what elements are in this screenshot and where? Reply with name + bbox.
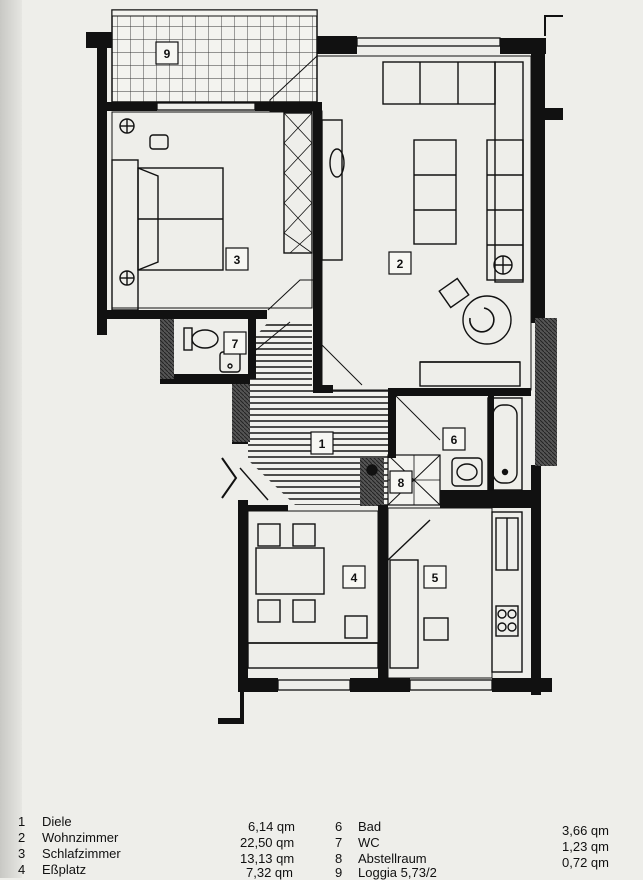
- room-label-2: 2: [397, 257, 404, 271]
- loggia: [111, 9, 318, 103]
- page-spine-shadow: [0, 0, 22, 878]
- room-label-7: 7: [232, 337, 239, 351]
- hall-floor: [248, 320, 388, 505]
- legend-num: 7: [335, 835, 343, 850]
- legend-num: 2: [18, 830, 26, 845]
- wc-fixtures: [183, 321, 291, 373]
- legend-name: Abstellraum: [358, 851, 427, 866]
- windows: [156, 37, 501, 691]
- legend-num: 3: [18, 846, 26, 861]
- dining-kitchen-furniture: [221, 457, 523, 679]
- legend-num: 9: [335, 865, 343, 880]
- walls: [86, 32, 563, 724]
- legend-area: 22,50 qm: [240, 835, 295, 850]
- bedroom-furniture: [111, 111, 313, 311]
- legend-area: 6,14 qm: [248, 819, 295, 834]
- legend-area: 0,72 qm: [562, 855, 609, 870]
- room-label-4: 4: [351, 571, 358, 585]
- room-label-5: 5: [432, 571, 439, 585]
- bath-fixtures: [366, 395, 523, 491]
- room-label-3: 3: [234, 253, 241, 267]
- room-label-1: 1: [319, 437, 326, 451]
- room-label-9: 9: [164, 47, 171, 61]
- legend-num: 8: [335, 851, 343, 866]
- legend-name: WC: [358, 835, 380, 850]
- legend-name: Loggia 5,73/2: [358, 865, 437, 880]
- legend-area: 13,13 qm: [240, 851, 295, 866]
- room-label-6: 6: [451, 433, 458, 447]
- room-number-boxes: [155, 41, 466, 589]
- legend-name: Wohnzimmer: [42, 830, 119, 845]
- legend-name: Bad: [358, 819, 382, 834]
- living-room-furniture: [267, 55, 532, 391]
- legend-name: Schlafzimmer: [42, 846, 121, 861]
- legend-area: 1,23 qm: [562, 839, 609, 854]
- legend-name: Diele: [42, 814, 72, 829]
- corner-mark: [544, 15, 563, 36]
- room-label-8: 8: [398, 476, 405, 490]
- legend-num: 6: [335, 819, 343, 834]
- legend-name: Eßplatz: [42, 862, 87, 877]
- legend-area: 7,32 qm: [246, 865, 293, 880]
- legend-area: 3,66 qm: [562, 823, 609, 838]
- legend-num: 1: [18, 814, 26, 829]
- legend-num: 4: [18, 862, 26, 877]
